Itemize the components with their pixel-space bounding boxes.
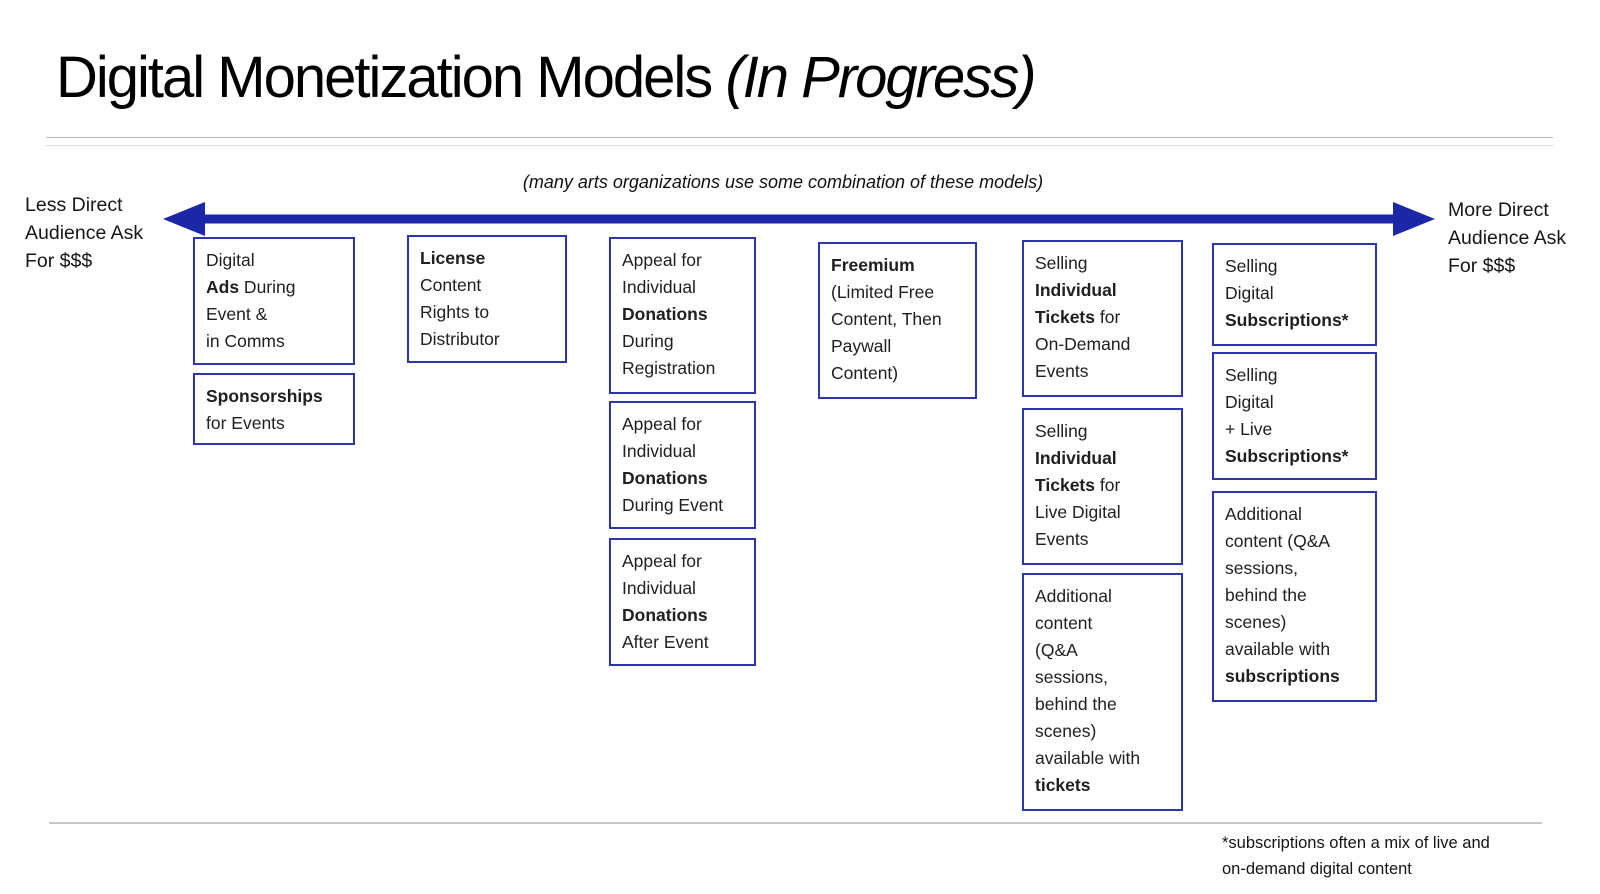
box-line: available with [1225, 639, 1331, 659]
box-line: for Events [206, 413, 285, 433]
box-line: Individual [1035, 448, 1117, 468]
bottom-divider [49, 822, 1542, 824]
box-line: Content [420, 275, 482, 295]
box-line: During Event [622, 495, 724, 515]
footnote-line: on-demand digital content [1222, 860, 1412, 878]
box-line: Paywall [831, 336, 892, 356]
model-box: Sponsorships for Events [193, 373, 355, 445]
box-line: Subscriptions* [1225, 446, 1349, 466]
box-line: Rights to [420, 302, 490, 322]
box-line: Additional [1035, 586, 1112, 606]
box-line: available with [1035, 748, 1141, 768]
box-line: Ads During [206, 277, 296, 297]
footnote-line: *subscriptions often a mix of live and [1222, 834, 1490, 852]
right-axis-label: More Direct Audience Ask For $$$ [1448, 196, 1566, 280]
box-line: License [420, 248, 486, 268]
box-line: Sponsorships [206, 386, 323, 406]
box-line: (Q&A [1035, 640, 1078, 660]
box-line: Distributor [420, 329, 500, 349]
box-line: Events [1035, 529, 1089, 549]
spectrum-arrow [163, 202, 1435, 236]
box-line: behind the [1225, 585, 1307, 605]
arrowhead-right-icon [1393, 202, 1435, 236]
box-line: Individual [622, 578, 696, 598]
box-line: After Event [622, 632, 709, 652]
box-line: Content) [831, 363, 899, 383]
box-line: Tickets for [1035, 475, 1121, 495]
box-line: Individual [1035, 280, 1117, 300]
box-line: Digital [1225, 392, 1274, 412]
footnote: *subscriptions often a mix of live and o… [1222, 830, 1490, 882]
box-line: Events [1035, 361, 1089, 381]
box-line: Selling [1225, 256, 1278, 276]
box-line: content [1035, 613, 1093, 633]
page-title-main: Digital Monetization Models [56, 45, 726, 110]
box-line: scenes) [1225, 612, 1287, 632]
box-line: Additional [1225, 504, 1302, 524]
box-line: Freemium [831, 255, 915, 275]
box-line: in Comms [206, 331, 285, 351]
left-axis-label-line: Less Direct [25, 194, 123, 216]
right-axis-label-line: For $$$ [1448, 255, 1516, 277]
left-axis-label-line: Audience Ask [25, 222, 144, 244]
box-line: Digital [1225, 283, 1274, 303]
right-axis-label-line: More Direct [1448, 199, 1549, 221]
arrow-shaft [198, 214, 1398, 224]
arrowhead-left-icon [163, 202, 205, 236]
page-title-emphasis: (In Progress) [725, 45, 1036, 110]
title-divider-shadow [46, 145, 1553, 146]
box-line: Selling [1035, 253, 1088, 273]
box-line: sessions, [1035, 667, 1108, 687]
box-line: Donations [622, 605, 708, 625]
box-line: During [622, 331, 674, 351]
model-box: Additional content (Q&A sessions, behind the… [1022, 573, 1183, 811]
box-line: Individual [622, 277, 696, 297]
box-line: Tickets for [1035, 307, 1121, 327]
box-line: Appeal for [622, 551, 702, 571]
box-line: Subscriptions* [1225, 310, 1349, 330]
box-line: Event & [206, 304, 268, 324]
box-line: sessions, [1225, 558, 1298, 578]
left-axis-label: Less Direct Audience Ask For $$$ [25, 191, 143, 275]
box-line: Individual [622, 441, 696, 461]
box-line: Donations [622, 468, 708, 488]
right-axis-label-line: Audience Ask [1448, 227, 1567, 249]
box-line: Content, Then [831, 309, 942, 329]
box-line: + Live [1225, 419, 1273, 439]
box-line: Appeal for [622, 250, 702, 270]
box-line: Live Digital [1035, 502, 1121, 522]
box-line: tickets [1035, 775, 1091, 795]
model-box: Additional content (Q&A sessions, behind th… [1212, 491, 1377, 702]
spectrum-note: (many arts organizations use some combin… [522, 172, 1044, 192]
box-line: (Limited Free [831, 282, 935, 302]
box-line: Appeal for [622, 414, 702, 434]
left-axis-label-line: For $$$ [25, 250, 93, 272]
box-line: Selling [1225, 365, 1278, 385]
box-line: Selling [1035, 421, 1088, 441]
box-line: Digital [206, 250, 255, 270]
page-title: Digital Monetization Models (In Progress… [56, 44, 1037, 111]
box-line: scenes) [1035, 721, 1097, 741]
box-line: Donations [622, 304, 708, 324]
box-line: content (Q&A [1225, 531, 1331, 551]
box-line: subscriptions [1225, 666, 1340, 686]
box-line: On-Demand [1035, 334, 1131, 354]
box-line: behind the [1035, 694, 1117, 714]
box-line: Registration [622, 358, 716, 378]
title-divider [46, 137, 1553, 138]
